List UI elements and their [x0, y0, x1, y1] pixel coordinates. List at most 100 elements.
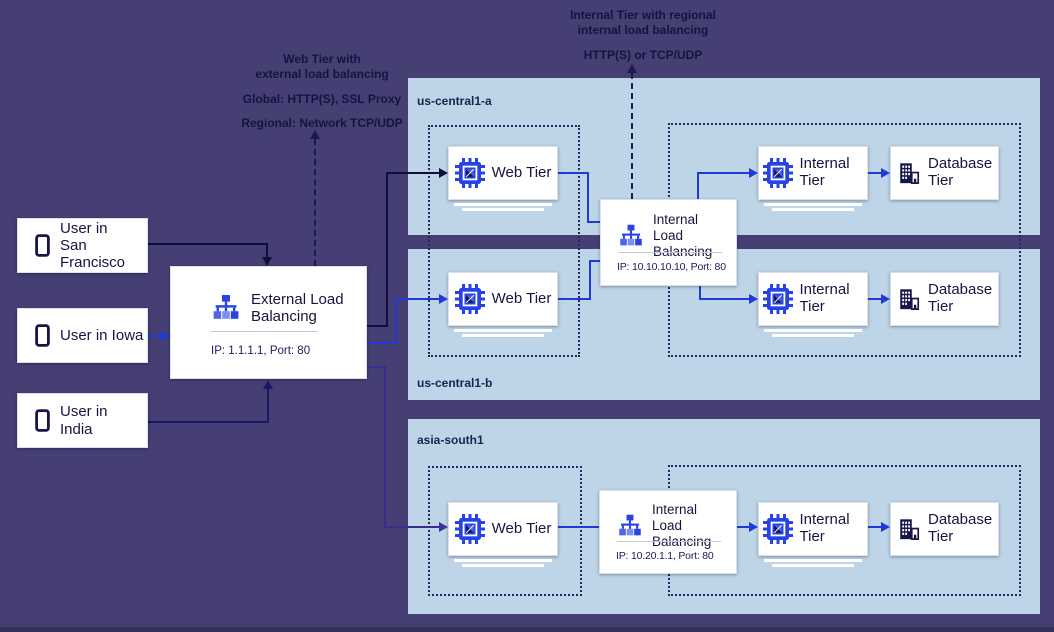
instance-stack-line: [462, 564, 544, 567]
external-lb-ip: IP: 1.1.1.1, Port: 80: [211, 345, 311, 357]
web-tier-group-outline-us-central: [428, 125, 580, 357]
connector-ilb-to-internal-b: [699, 285, 701, 300]
internal-tier-node-us-central1-a: Internal Tier: [758, 146, 868, 200]
tier-label: Internal Tier: [799, 155, 850, 189]
connector-web-a-to-ilb: [587, 221, 600, 223]
cpu-icon: [455, 284, 485, 314]
tier-label: Database Tier: [928, 155, 993, 189]
building-icon: [897, 287, 921, 311]
user-node-iowa: User in Iowa: [17, 308, 148, 363]
connector-sf-to-elb: [148, 243, 268, 245]
instance-stack-line: [772, 208, 854, 211]
connector-ilb-to-internal-a: [697, 172, 699, 199]
load-balancer-icon: [617, 513, 643, 539]
arrowhead: [439, 168, 448, 178]
connector-ilb-to-internal-b: [699, 298, 749, 300]
connector-internal-b-to-db-b: [868, 298, 881, 300]
instance-stack-line: [764, 559, 862, 562]
divider: [618, 252, 722, 253]
internal-tier-node-us-central1-b: Internal Tier: [758, 272, 868, 326]
external-lb-title: External Load Balancing: [251, 291, 344, 326]
zone-label-us-central1-a: us-central1-a: [417, 94, 492, 108]
connector-web-asia-to-ilb: [558, 526, 600, 528]
arrowhead: [749, 522, 758, 532]
load-balancer-icon: [211, 293, 241, 323]
cpu-icon: [763, 284, 793, 314]
external-lb-annotation: Web Tier with external load balancing Gl…: [207, 52, 437, 131]
connector-elb-to-web-a: [386, 172, 388, 327]
tier-label: Internal Tier: [799, 281, 850, 315]
zone-label-us-central1-b: us-central1-b: [417, 376, 493, 390]
web-tier-node-asia-south1: Web Tier: [448, 502, 558, 556]
tier-label: Web Tier: [491, 519, 552, 537]
external-lb-annotation-regional: Regional: Network TCP/UDP: [241, 116, 403, 131]
connector-elb-to-web-a: [367, 325, 388, 327]
internal-tier-node-asia-south1: Internal Tier: [758, 502, 868, 556]
connector-web-a-to-ilb: [587, 172, 589, 223]
arrowhead: [262, 257, 272, 266]
instance-stack-line: [454, 203, 552, 206]
zone-label-asia-south1: asia-south1: [417, 433, 484, 447]
internal-lb-title: Internal Load Balancing: [652, 502, 712, 549]
connector-sf-to-elb: [266, 243, 268, 257]
internal-lb-annotation-protocols: HTTP(S) or TCP/UDP: [583, 47, 703, 62]
divider: [617, 541, 721, 542]
internal-load-balancer-node-us-central: Internal Load Balancing IP: 10.10.10.10,…: [600, 199, 737, 286]
internal-lb-title: Internal Load Balancing: [653, 212, 713, 259]
tier-label: Internal Tier: [799, 511, 850, 545]
connector-elb-to-web-asia: [384, 366, 386, 527]
internal-lb-ip: IP: 10.10.10.10, Port: 80: [617, 261, 726, 273]
building-icon: [897, 517, 921, 541]
tier-label: Web Tier: [491, 163, 552, 181]
arrowhead: [881, 168, 890, 178]
dashed-arrowhead: [310, 130, 320, 139]
external-load-balancer-node: External Load Balancing IP: 1.1.1.1, Por…: [170, 266, 367, 379]
arrowhead: [263, 380, 273, 389]
database-tier-node-us-central1-b: Database Tier: [890, 272, 999, 326]
connector-internal-asia-to-db-asia: [868, 526, 881, 528]
arrowhead: [161, 331, 170, 341]
connector-elb-to-web-b: [367, 342, 397, 344]
arrowhead: [439, 522, 448, 532]
internal-lb-annotation: Internal Tier with regional internal loa…: [528, 8, 758, 63]
connector-ilb-to-internal-a: [697, 172, 749, 174]
connector-elb-to-web-asia: [384, 526, 439, 528]
user-label: User in Iowa: [60, 326, 144, 344]
internal-lb-annotation-title: Internal Tier with regional internal loa…: [570, 8, 716, 38]
database-tier-node-us-central1-a: Database Tier: [890, 146, 999, 200]
cpu-icon: [763, 158, 793, 188]
connector-elb-to-web-asia: [367, 366, 386, 368]
cpu-icon: [763, 514, 793, 544]
arrowhead: [881, 294, 890, 304]
cpu-icon: [455, 514, 485, 544]
tier-label: Database Tier: [928, 281, 993, 315]
load-balancer-icon: [618, 223, 644, 249]
connector-web-b-to-ilb: [558, 298, 591, 300]
building-icon: [897, 161, 921, 185]
cpu-icon: [455, 158, 485, 188]
connector-india-to-elb: [148, 421, 269, 423]
instance-stack-line: [772, 564, 854, 567]
web-tier-node-us-central1-a: Web Tier: [448, 146, 558, 200]
tier-label: Database Tier: [928, 511, 993, 545]
connector-india-to-elb: [267, 389, 269, 423]
dashed-connector-external: [314, 139, 316, 266]
arrowhead: [439, 294, 448, 304]
connector-web-a-to-ilb: [558, 172, 589, 174]
web-tier-node-us-central1-b: Web Tier: [448, 272, 558, 326]
mobile-device-icon: [35, 409, 50, 432]
instance-stack-line: [462, 208, 544, 211]
dashed-connector-internal: [631, 73, 633, 199]
web-tier-group-outline-asia: [428, 466, 582, 596]
divider: [211, 331, 318, 332]
connector-internal-a-to-db-a: [868, 172, 881, 174]
internal-lb-ip: IP: 10.20.1.1, Port: 80: [616, 550, 714, 562]
tier-label: Web Tier: [491, 289, 552, 307]
connector-elb-to-web-a: [386, 172, 439, 174]
internal-load-balancer-node-asia: Internal Load Balancing IP: 10.20.1.1, P…: [599, 490, 737, 574]
instance-stack-line: [764, 329, 862, 332]
